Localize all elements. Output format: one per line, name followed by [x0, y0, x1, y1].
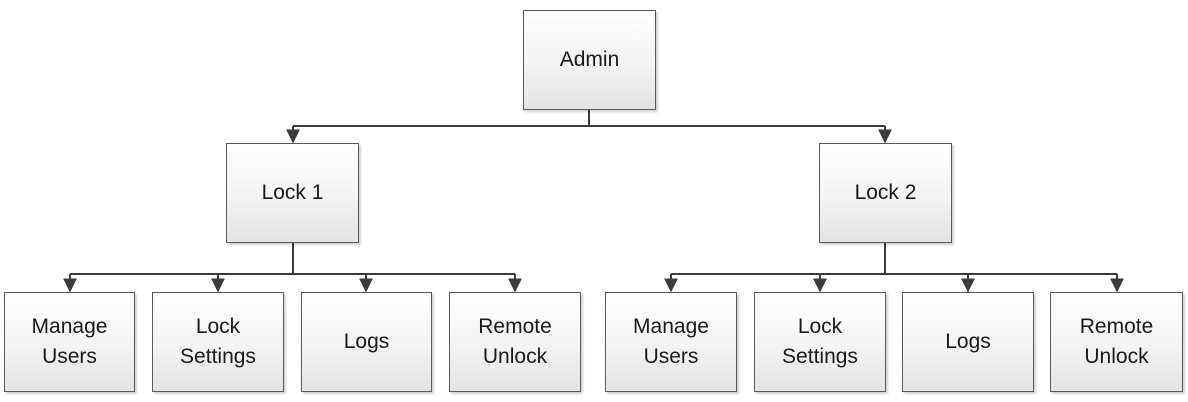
node-lock-1-manage-users: Manage Users — [4, 292, 135, 392]
node-lock-2-lock-settings: Lock Settings — [754, 292, 886, 392]
node-lock-2-manage-users: Manage Users — [605, 292, 737, 392]
node-lock-1-remote-unlock-label: Remote Unlock — [478, 315, 552, 368]
node-lock-2-remote-unlock-label: Remote Unlock — [1079, 315, 1154, 368]
node-lock-2-remote-unlock: Remote Unlock — [1050, 292, 1183, 392]
node-lock-1-remote-unlock: Remote Unlock — [449, 292, 581, 392]
node-lock-2-logs-label: Logs — [945, 330, 991, 353]
node-lock-2-lock-settings-label: Lock Settings — [782, 315, 858, 368]
node-lock-1-manage-users-label: Manage Users — [31, 315, 108, 368]
node-lock-2-manage-users-label: Manage Users — [633, 315, 709, 368]
node-lock-1: Lock 1 — [226, 143, 359, 243]
node-lock-1-label: Lock 1 — [261, 181, 324, 204]
node-lock-1-logs-label: Logs — [343, 330, 390, 353]
node-admin-label: Admin — [559, 48, 620, 71]
node-lock-1-lock-settings-label: Lock Settings — [180, 315, 256, 368]
node-lock-2-logs: Logs — [902, 292, 1034, 392]
node-lock-1-lock-settings: Lock Settings — [152, 292, 284, 392]
node-lock-2: Lock 2 — [819, 143, 952, 243]
node-admin: Admin — [523, 10, 656, 110]
node-lock-1-logs: Logs — [301, 292, 432, 392]
node-lock-2-label: Lock 2 — [854, 181, 917, 204]
